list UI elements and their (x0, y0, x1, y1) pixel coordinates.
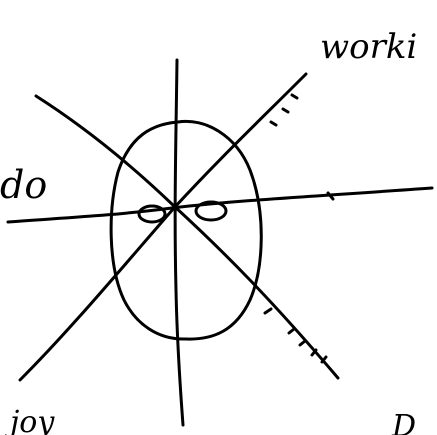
diagonal-line-lower-left (20, 74, 306, 380)
tick-mark (271, 122, 276, 125)
tick-mark (283, 109, 288, 112)
tick-mark (289, 329, 294, 333)
label-top-right: worki (320, 27, 417, 67)
diagonal-line-upper-left (36, 96, 338, 378)
tick-mark (292, 95, 297, 98)
central-oval (111, 121, 261, 339)
vertical-line (175, 60, 183, 425)
left-center-loop (139, 206, 165, 222)
tick-mark (265, 309, 271, 313)
label-bottom-right: D (391, 409, 416, 435)
label-left: do (0, 163, 47, 207)
tick-mark (300, 341, 305, 345)
label-bottom-left: joy (4, 405, 55, 435)
